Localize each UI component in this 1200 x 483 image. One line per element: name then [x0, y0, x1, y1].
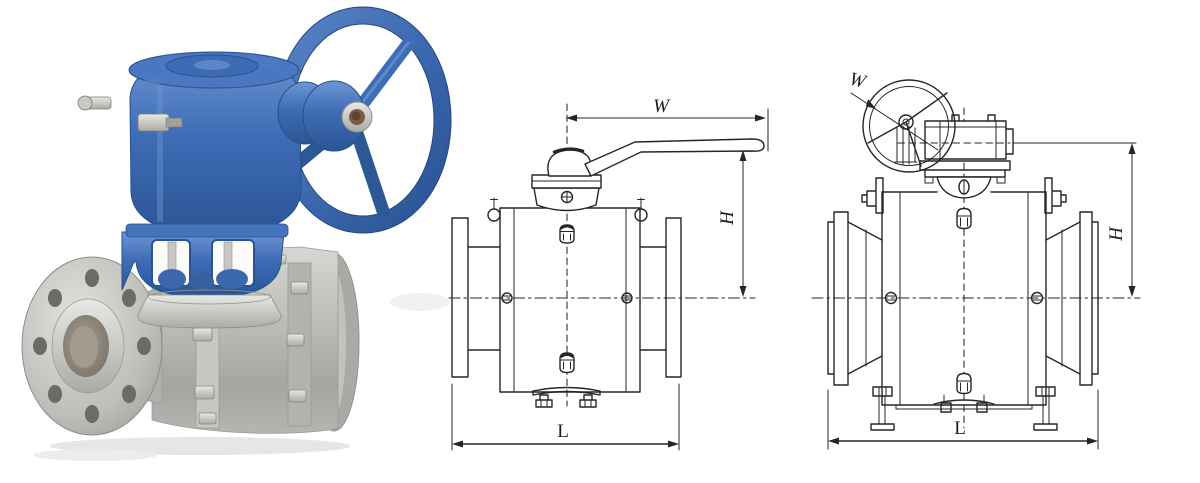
handwheel — [862, 79, 956, 173]
left-flange — [827, 211, 883, 386]
dim-h: H — [1012, 142, 1137, 297]
valve-body-outline — [881, 191, 1047, 410]
mounting-adapter — [137, 289, 282, 329]
stem-fittings — [956, 207, 972, 395]
right-flange — [1045, 211, 1099, 386]
top-works — [531, 138, 765, 212]
wheel-hub — [302, 80, 373, 152]
bolt-holes — [33, 269, 151, 423]
gear-valve-drawing: W H L — [811, 69, 1141, 450]
dim-label-w: W — [653, 96, 671, 117]
left-flange — [21, 256, 163, 436]
bottom-bracket — [532, 386, 601, 408]
dim-label-h: H — [1106, 226, 1127, 242]
anchor-bolts — [870, 386, 1058, 431]
dim-l: L — [451, 383, 680, 451]
body-screws — [501, 292, 633, 304]
lever-handle — [584, 138, 765, 177]
yoke — [121, 223, 289, 296]
dim-w: W — [566, 96, 769, 152]
gearbox-bolts — [77, 95, 183, 132]
stem-fittings — [559, 224, 575, 374]
bottom-bracket — [933, 394, 995, 413]
dim-label-w: W — [847, 69, 870, 94]
body-screws — [884, 291, 1044, 305]
lever-valve-drawing: W H L — [448, 96, 769, 451]
valve-photo — [21, 6, 452, 461]
dim-label-l: L — [557, 421, 569, 442]
dim-l: L — [827, 389, 1099, 450]
photo-shadows — [33, 293, 450, 461]
yoke-windows — [151, 239, 255, 291]
dim-h: H — [717, 150, 747, 297]
lever-boss — [547, 149, 592, 177]
gear-housing — [897, 114, 1014, 199]
left-flange — [451, 217, 501, 378]
right-flange — [639, 217, 682, 378]
body-joint-right — [286, 262, 312, 427]
wheel-spokes — [867, 92, 948, 167]
trunnion-pins — [487, 197, 648, 222]
dim-label-l: L — [954, 418, 966, 439]
gear-operator — [77, 51, 333, 238]
trunnion-bolts — [861, 177, 1067, 214]
dim-label-h: H — [717, 210, 738, 226]
